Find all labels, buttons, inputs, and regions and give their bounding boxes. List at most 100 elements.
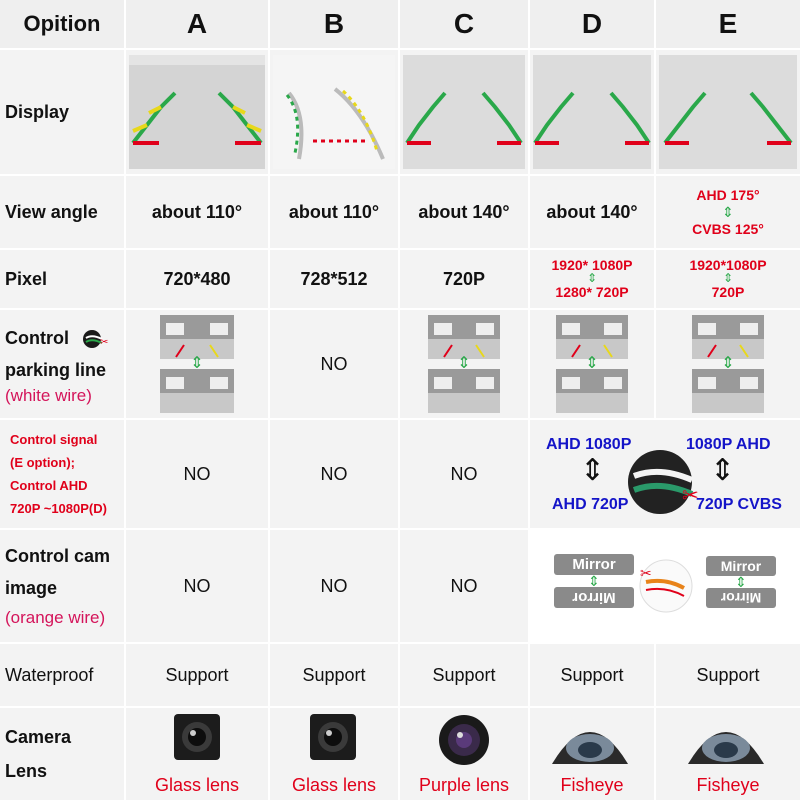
pixel-e-top: 1920*1080P — [689, 257, 767, 273]
control-parking-e-images: ⇕ — [692, 315, 764, 413]
waterproof-e: Support — [656, 644, 800, 706]
control-signal-label-block: Control signal (E option); Control AHD 7… — [10, 428, 107, 520]
control-cam-c: NO — [400, 530, 528, 642]
view-angle-e-stack: AHD 175° ⇕ CVBS 125° — [692, 184, 764, 240]
control-signal-a: NO — [126, 420, 268, 528]
control-parking-e: ⇕ — [656, 310, 800, 418]
view-angle-a-value: about 110° — [151, 201, 243, 222]
control-parking-c: ⇕ — [400, 310, 528, 418]
control-parking-label-line1: Control ✂ — [5, 322, 108, 354]
view-angle-d-value: about 140° — [546, 201, 638, 222]
lens-e-label: Fisheye — [696, 775, 760, 795]
view-angle-b-value: about 110° — [288, 201, 380, 222]
svg-text:✂: ✂ — [100, 337, 108, 348]
pixel-b-value: 728*512 — [300, 268, 368, 289]
control-signal-b-value: NO — [320, 463, 348, 484]
control-cam-b: NO — [270, 530, 398, 642]
mirror-label-flipped: Mirror — [554, 587, 634, 608]
double-arrow-icon: ⇕ — [457, 355, 471, 372]
lens-label-line2: Lens — [5, 761, 48, 781]
control-parking-label-line2: parking line — [5, 360, 107, 380]
switch-arrow-icon: ⇕ — [588, 573, 600, 589]
row-label-control-parking: Control ✂ parking line (white wire) — [0, 310, 124, 418]
header-col-c: C — [400, 0, 528, 48]
waterproof-b: Support — [270, 644, 398, 706]
waterproof-e-value: Support — [696, 664, 760, 685]
row-label-waterproof: Waterproof — [0, 644, 124, 706]
control-cam-de: Mirror ⇕ Mirror ✂ Mirror ⇕ Mirror — [530, 530, 800, 642]
parking-guide-image-e — [659, 55, 797, 169]
control-parking-label-line1-text: Control — [5, 328, 69, 348]
parking-line-off-photo — [556, 369, 628, 413]
control-signal-label-line1: Control signal — [10, 432, 98, 447]
pixel-d-stack: 1920* 1080P ⇕ 1280* 720P — [552, 257, 633, 301]
control-signal-b: NO — [270, 420, 398, 528]
lens-d: Fisheye — [530, 708, 654, 800]
display-label: Display — [5, 101, 70, 122]
waterproof-a: Support — [126, 644, 268, 706]
control-signal-d-top: AHD 1080P — [546, 436, 632, 453]
control-parking-c-images: ⇕ — [428, 315, 500, 413]
lens-a: Glass lens — [126, 708, 268, 800]
double-arrow-icon: ⇕ — [722, 271, 734, 285]
lens-label-line1: Camera — [5, 727, 72, 747]
row-label-view-angle: View angle — [0, 176, 124, 248]
control-signal-c: NO — [400, 420, 528, 528]
parking-guide-image-a — [129, 55, 265, 169]
col-a-label: A — [186, 8, 208, 39]
fisheye-lens-icon — [688, 732, 764, 764]
control-cam-label-block: Control cam image (orange wire) — [5, 540, 110, 632]
col-c-label: C — [453, 8, 475, 39]
control-signal-d-bottom: AHD 720P — [552, 496, 629, 513]
fisheye-lens-icon — [552, 732, 628, 764]
parking-guide-image-d — [533, 55, 651, 169]
switch-arrow-icon: ⇕ — [735, 574, 747, 590]
svg-text:✂: ✂ — [682, 485, 699, 507]
pixel-c-value: 720P — [442, 268, 486, 289]
double-arrow-icon: ⇕ — [580, 454, 606, 487]
control-signal-c-value: NO — [450, 463, 478, 484]
display-a — [126, 50, 268, 174]
control-signal-de: AHD 1080P ⇕ AHD 720P ✂ 1080P AHD ⇕ 720P … — [530, 420, 800, 528]
control-parking-b: NO — [270, 310, 398, 418]
double-arrow-icon: ⇕ — [585, 355, 599, 372]
pixel-a: 720*480 — [126, 250, 268, 308]
control-cam-a: NO — [126, 530, 268, 642]
control-signal-e-top: 1080P AHD — [686, 436, 771, 453]
row-label-display: Display — [0, 50, 124, 174]
view-angle-e-bottom: CVBS 125° — [692, 221, 764, 237]
col-d-label: D — [581, 8, 603, 39]
control-cam-label-line1: Control cam — [5, 546, 111, 566]
wire-cut-icon: ✂ — [83, 330, 108, 349]
lens-a-label: Glass lens — [154, 775, 240, 795]
parking-guide-image-b — [273, 55, 395, 169]
header-col-d: D — [530, 0, 654, 48]
view-angle-a: about 110° — [126, 176, 268, 248]
parking-line-on-photo — [556, 315, 628, 359]
control-cam-b-value: NO — [320, 575, 348, 596]
double-arrow-icon: ⇕ — [710, 454, 736, 487]
pixel-b: 728*512 — [270, 250, 398, 308]
mirror-label: Mirror — [554, 554, 634, 575]
pixel-d-top: 1920* 1080P — [551, 257, 633, 273]
view-angle-d: about 140° — [530, 176, 654, 248]
row-label-lens: Camera Lens — [0, 708, 124, 800]
wire-cut-icon: ✂ — [628, 450, 699, 514]
display-c — [400, 50, 528, 174]
header-option-label: Opition — [23, 11, 101, 36]
double-arrow-icon: ⇕ — [190, 355, 204, 372]
col-e-label: E — [718, 8, 738, 39]
control-cam-label-note: (orange wire) — [5, 608, 106, 627]
lens-c-label: Purple lens — [418, 775, 510, 795]
control-signal-label-line2: (E option); — [10, 455, 75, 470]
control-parking-d: ⇕ — [530, 310, 654, 418]
waterproof-d: Support — [530, 644, 654, 706]
display-b — [270, 50, 398, 174]
mirror-label: Mirror — [706, 556, 776, 576]
parking-line-on-photo — [692, 315, 764, 359]
waterproof-c: Support — [400, 644, 528, 706]
waterproof-d-value: Support — [560, 664, 624, 685]
view-angle-e: AHD 175° ⇕ CVBS 125° — [656, 176, 800, 248]
pixel-c: 720P — [400, 250, 528, 308]
display-d — [530, 50, 654, 174]
